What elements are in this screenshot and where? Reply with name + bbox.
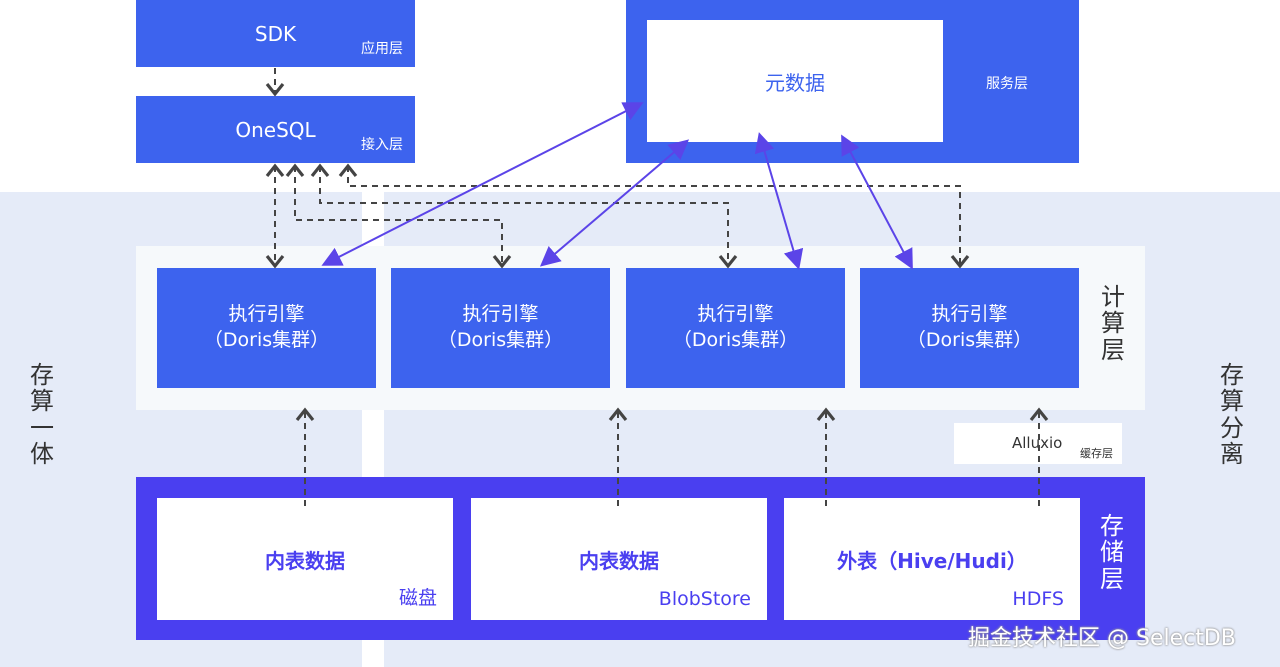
onesql-label: OneSQL — [235, 117, 316, 142]
left-side-char: 一 — [30, 413, 54, 442]
storage-layer-char: 储 — [1100, 538, 1124, 567]
right-side-char: 算 — [1220, 387, 1244, 416]
alluxio-layer-label: 缓存层 — [1080, 447, 1113, 460]
compute-layer-char: 算 — [1101, 309, 1125, 338]
storage-layer-char: 层 — [1100, 564, 1124, 593]
compute-layer-char: 层 — [1101, 335, 1125, 364]
metadata-label: 元数据 — [765, 70, 825, 95]
left-side-char: 体 — [30, 440, 54, 469]
engine-subtitle: （Doris集群） — [906, 329, 1033, 351]
storage-item-2: 内表数据 BlobStore — [471, 498, 767, 620]
onesql-layer-label: 接入层 — [361, 137, 403, 153]
alluxio-label: Alluxio — [1012, 434, 1063, 452]
storage-item-3: 外表（Hive/Hudi） HDFS — [784, 498, 1080, 620]
engine-title: 执行引擎 — [462, 303, 539, 326]
sdk-layer-label: 应用层 — [361, 41, 403, 57]
left-side-char: 算 — [30, 387, 54, 416]
storage-item-title: 外表（Hive/Hudi） — [837, 548, 1027, 573]
sdk-box: SDK 应用层 — [136, 0, 415, 67]
compute-layer-label: 计 算 层 — [1099, 283, 1127, 364]
engine-title: 执行引擎 — [228, 303, 305, 326]
service-layer-box: 元数据 服务层 — [626, 0, 1079, 163]
engine-box-4: 执行引擎 （Doris集群） — [860, 268, 1079, 388]
storage-layer-label: 存 储 层 — [1098, 512, 1126, 593]
watermark-text: 掘金技术社区 @ SelectDB — [968, 626, 1236, 651]
storage-item-1: 内表数据 磁盘 — [157, 498, 453, 620]
storage-item-sub: BlobStore — [658, 588, 751, 610]
engine-title: 执行引擎 — [697, 303, 774, 326]
storage-layer-char: 存 — [1100, 512, 1124, 540]
onesql-box: OneSQL 接入层 — [136, 96, 415, 163]
storage-item-title: 内表数据 — [265, 548, 345, 573]
engine-title: 执行引擎 — [931, 303, 1008, 326]
left-side-label: 存 算 一 体 — [28, 362, 56, 468]
engine-subtitle: （Doris集群） — [203, 329, 330, 351]
service-layer-label: 服务层 — [986, 76, 1028, 92]
right-side-label: 存 算 分 离 — [1218, 362, 1246, 468]
storage-layer-box: 内表数据 磁盘 内表数据 BlobStore 外表（Hive/Hudi） HDF… — [136, 477, 1145, 640]
engine-subtitle: （Doris集群） — [672, 329, 799, 351]
storage-item-sub: 磁盘 — [398, 587, 437, 609]
engine-subtitle: （Doris集群） — [437, 329, 564, 351]
alluxio-box: Alluxio 缓存层 — [954, 423, 1122, 464]
engine-box-1: 执行引擎 （Doris集群） — [157, 268, 376, 388]
metadata-box: 元数据 — [647, 20, 943, 142]
right-side-char: 存 — [1220, 361, 1244, 389]
right-side-char: 分 — [1220, 413, 1244, 442]
storage-item-title: 内表数据 — [579, 548, 659, 573]
left-side-char: 存 — [30, 361, 54, 389]
compute-layer-char: 计 — [1101, 283, 1125, 311]
sdk-label: SDK — [254, 21, 297, 46]
engine-box-2: 执行引擎 （Doris集群） — [391, 268, 610, 388]
engine-box-3: 执行引擎 （Doris集群） — [626, 268, 845, 388]
right-side-char: 离 — [1220, 440, 1244, 469]
storage-item-sub: HDFS — [1012, 588, 1064, 610]
